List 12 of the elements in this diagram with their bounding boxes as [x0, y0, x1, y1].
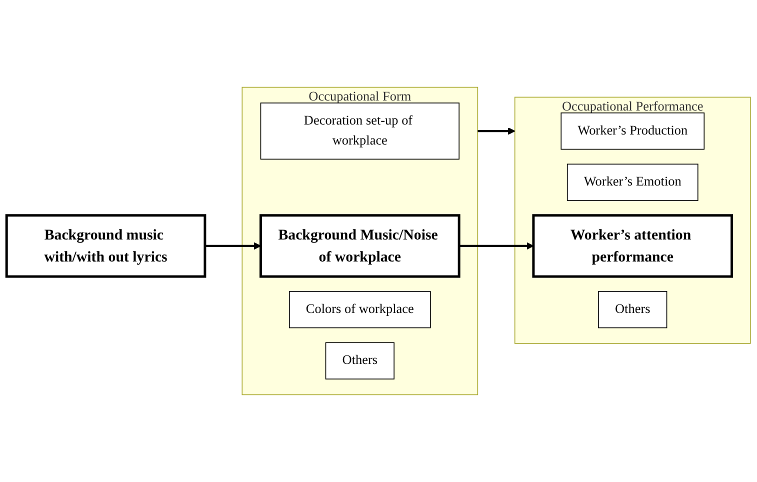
node-box: Others — [598, 291, 668, 328]
arrow — [478, 127, 516, 135]
node-box: Background Music/Noise of workplace — [260, 214, 460, 278]
arrow — [204, 242, 262, 250]
node-box: Background music with/with out lyrics — [5, 214, 206, 278]
node-box: Others — [325, 342, 394, 380]
arrow — [459, 242, 534, 250]
node-box: Worker’s attention performance — [532, 214, 734, 278]
node-box: Worker’s Production — [560, 112, 705, 150]
node-box: Worker’s Emotion — [566, 164, 698, 201]
node-box: Colors of workplace — [288, 291, 431, 328]
node-box: Decoration set-up of workplace — [260, 102, 460, 160]
